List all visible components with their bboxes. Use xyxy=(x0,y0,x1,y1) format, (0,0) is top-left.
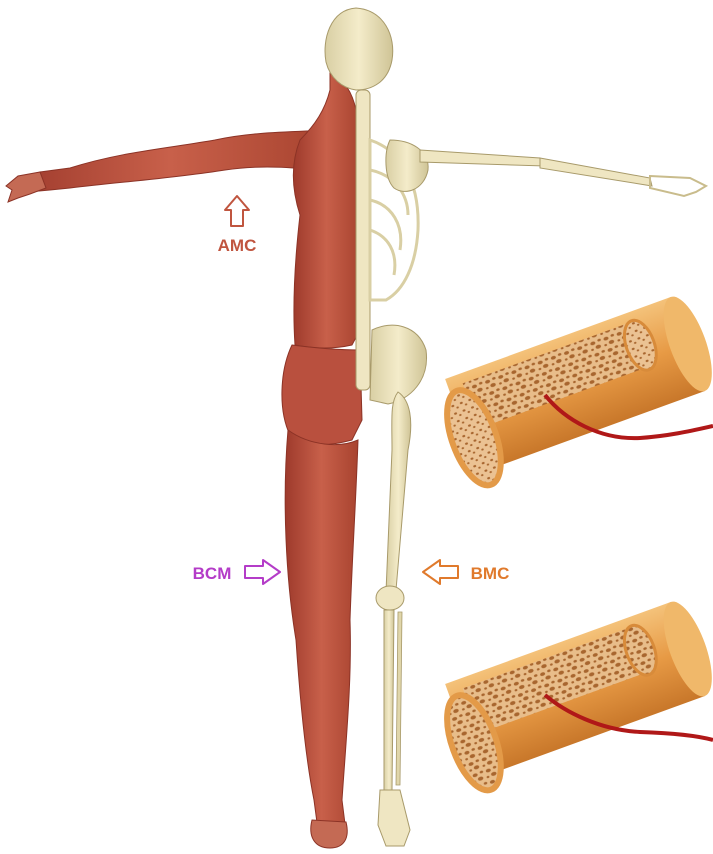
amc-label: AMC xyxy=(218,236,257,255)
foot-bones xyxy=(378,790,410,846)
arrow-left-icon xyxy=(423,560,458,584)
muscle-gluteus xyxy=(282,345,362,445)
hand-bones xyxy=(650,176,706,196)
spine xyxy=(356,90,370,390)
amc-annotation: AMC xyxy=(218,196,257,255)
muscle-arm xyxy=(10,130,330,198)
muscle-back xyxy=(293,70,360,348)
bmc-annotation: BMC xyxy=(423,560,509,584)
humerus xyxy=(420,150,545,166)
muscle-foot xyxy=(311,820,347,848)
arrow-right-icon xyxy=(245,560,280,584)
rib xyxy=(370,200,401,250)
muscle-leg xyxy=(285,430,358,839)
bone-cross-section-lower xyxy=(431,596,713,797)
arrow-up-icon xyxy=(225,196,249,226)
muscle-figure xyxy=(6,70,362,848)
fibula xyxy=(396,612,402,785)
rib xyxy=(370,230,395,275)
scapula xyxy=(386,140,428,191)
forearm-bones xyxy=(540,158,652,186)
knee xyxy=(376,586,404,610)
bcm-annotation: BCM xyxy=(193,560,280,584)
bcm-label: BCM xyxy=(193,564,232,583)
skull xyxy=(325,8,393,90)
tibia xyxy=(384,610,394,790)
bmc-label: BMC xyxy=(471,564,510,583)
femur xyxy=(386,392,411,592)
muscle-hand xyxy=(6,172,46,202)
bone-cross-section-upper xyxy=(431,291,713,492)
